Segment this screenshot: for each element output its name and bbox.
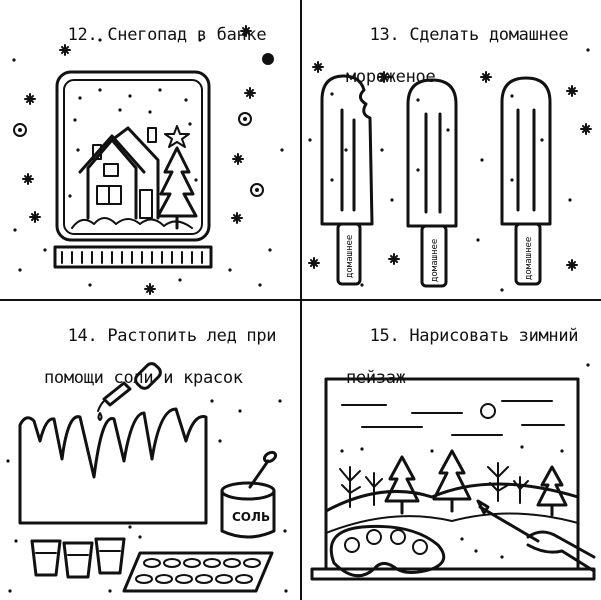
- landscape-illustration: [310, 363, 596, 581]
- panel-divider-horizontal: [0, 299, 601, 301]
- svg-text:домашнее: домашнее: [430, 239, 440, 282]
- cup-icon: [30, 539, 62, 577]
- panel-caption: 12. Снегопад в банке: [8, 4, 267, 67]
- cup-icon: [94, 537, 126, 575]
- panel-melt-ice: 14. Растопить лед при помощи соли и крас…: [0, 301, 300, 600]
- melt-ice-illustration: СОЛЬ: [6, 362, 288, 593]
- panel-snow-globe: 12. Снегопад в банке: [0, 0, 300, 299]
- jar-inner-icon: [63, 79, 203, 235]
- star-icon: [164, 125, 190, 148]
- paint-tray-icon: [122, 551, 274, 593]
- christmas-tree-icon: [536, 465, 568, 517]
- spoon-icon: [248, 459, 270, 489]
- christmas-tree-icon: [384, 455, 420, 515]
- salt-jar-icon: СОЛЬ: [220, 450, 278, 539]
- svg-text:домашнее: домашнее: [345, 235, 355, 278]
- christmas-tree-icon: [432, 449, 472, 513]
- snowball-icon: [262, 53, 274, 65]
- caption-line1: 13. Сделать домашнее: [369, 25, 569, 45]
- jar-icon: [55, 70, 211, 242]
- hand-icon: [526, 530, 596, 559]
- christmas-tree-icon: [156, 125, 198, 230]
- popsicle-icon: домашнее: [320, 74, 374, 286]
- snow-globe-illustration: [12, 25, 284, 295]
- panel-caption: 14. Растопить лед при помощи соли и крас…: [8, 305, 277, 431]
- panel-winter-landscape: 15. Нарисовать зимний пейзаж: [302, 301, 601, 600]
- caption-line1: 14. Растопить лед при: [67, 326, 277, 346]
- house-icon: [78, 126, 160, 220]
- svg-text:СОЛЬ: СОЛЬ: [232, 510, 270, 524]
- window-icon: [324, 377, 580, 571]
- svg-text:домашнее: домашнее: [524, 237, 534, 280]
- moon-icon: [480, 403, 496, 419]
- popsicle-icon: домашнее: [406, 78, 458, 288]
- popsicles-illustration: домашнее домашнее домашнее: [308, 48, 592, 292]
- caption-line2: мороженое: [346, 67, 436, 87]
- cup-icon: [62, 541, 94, 579]
- palette-icon: [329, 524, 446, 578]
- panel-caption: 13. Сделать домашнее мороженое: [310, 4, 569, 130]
- caption-line1: 12. Снегопад в банке: [67, 25, 267, 45]
- globe-base-icon: [53, 245, 213, 269]
- caption-line1: 15. Нарисовать зимний: [369, 326, 579, 346]
- caption-line2: помощи соли и красок: [44, 368, 243, 388]
- dropper-icon: [97, 362, 162, 421]
- popsicle-icon: домашнее: [500, 76, 552, 286]
- ice-block-icon: [18, 407, 208, 525]
- panel-ice-cream: 13. Сделать домашнее мороженое домашнее …: [302, 0, 601, 299]
